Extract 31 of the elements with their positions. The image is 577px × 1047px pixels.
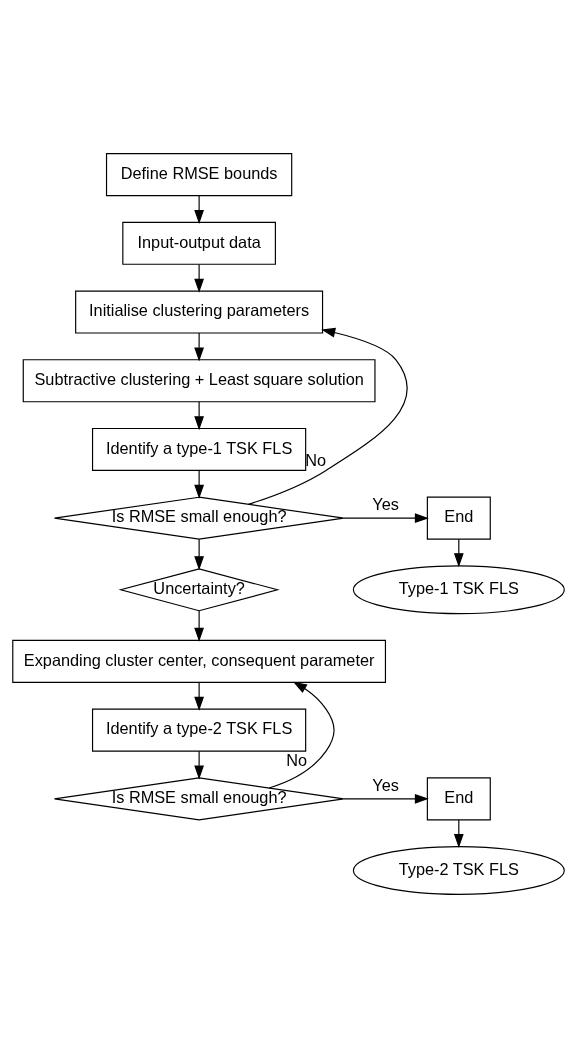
node-box: Define RMSE bounds <box>105 152 293 196</box>
arrow <box>343 512 429 523</box>
arrow <box>268 681 335 789</box>
node-diamond: Uncertainty? <box>118 567 280 611</box>
arrow <box>247 327 408 505</box>
edge-label: Yes <box>372 775 399 794</box>
node-box: Input-output data <box>122 221 276 265</box>
node-box: End <box>426 496 491 540</box>
node-diamond: Is RMSE small enough? <box>53 496 345 540</box>
arrow <box>194 263 204 293</box>
arrow <box>194 194 204 224</box>
arrow <box>194 681 204 711</box>
arrow <box>194 750 204 780</box>
edge-label: Yes <box>372 494 399 513</box>
arrow <box>194 332 204 361</box>
node-box: Subtractive clustering + Least square solution <box>22 358 376 402</box>
arrow <box>194 400 204 430</box>
edge-label: No <box>286 750 308 769</box>
node-diamond: Is RMSE small enough? <box>53 776 345 820</box>
arrow <box>343 793 429 804</box>
edge-label: No <box>305 450 327 469</box>
node-box: Identify a type-1 TSK FLS <box>92 427 307 471</box>
node-ellipse: Type-2 TSK FLS <box>352 845 565 895</box>
node-box: Expanding cluster center, consequent parameter <box>12 639 386 683</box>
arrow <box>194 609 204 642</box>
arrow <box>194 538 204 570</box>
node-box: End <box>426 776 491 820</box>
node-box: Identify a type-2 TSK FLS <box>92 708 307 752</box>
node-ellipse: Type-1 TSK FLS <box>352 564 565 614</box>
arrow <box>194 469 204 499</box>
node-box: Initialise clustering parameters <box>75 290 324 334</box>
